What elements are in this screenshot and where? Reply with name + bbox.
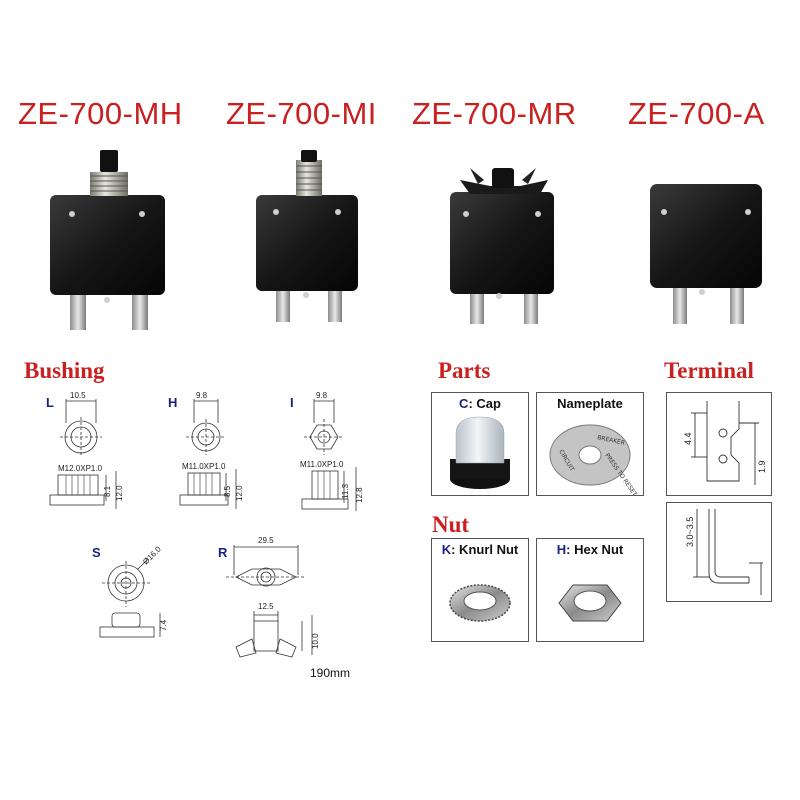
dim-l-h2: 12.0 — [115, 485, 124, 501]
bushing-label-s: S — [92, 545, 101, 560]
terminal-side-drawing: 3.0~3.5 — [685, 509, 763, 595]
dim-r-h: 10.0 — [311, 633, 320, 649]
section-title-bushing: Bushing — [24, 358, 105, 383]
model-title-a: ZE-700-A — [628, 96, 765, 131]
footnote-dimension: 190mm — [310, 666, 351, 680]
dim-r-inner: 12.5 — [258, 602, 274, 611]
terminal-dim-2: 1.9 — [757, 460, 767, 473]
dim-i-width: 9.8 — [316, 391, 328, 400]
dim-h-width: 9.8 — [196, 391, 208, 400]
cap-image — [450, 416, 510, 489]
part-cap-label: C: Cap — [459, 396, 501, 411]
bushing-h-drawing — [179, 399, 237, 509]
nut-knurl-box: K: Knurl Nut — [431, 538, 529, 642]
terminal-top-drawing: 4.4 1.9 — [683, 401, 767, 485]
model-title-mr: ZE-700-MR — [412, 96, 577, 131]
dim-l-thread: M12.0XP1.0 — [58, 464, 103, 473]
breaker-mr-image — [450, 168, 554, 324]
section-title-nut: Nut — [432, 512, 470, 537]
bushing-i-drawing — [301, 399, 357, 511]
hex-nut-image — [558, 584, 622, 622]
dim-i-h2: 12.8 — [355, 487, 364, 503]
dim-r-width: 29.5 — [258, 536, 274, 545]
knurl-nut-image — [449, 584, 511, 622]
dim-h-h1: 8.5 — [223, 485, 232, 497]
bushing-label-l: L — [46, 395, 54, 410]
dim-h-h2: 12.0 — [235, 485, 244, 501]
terminal-side-box: 3.0~3.5 — [666, 502, 772, 602]
dim-h-thread: M11.0XP1.0 — [182, 462, 226, 471]
bushing-s-drawing — [99, 558, 161, 638]
dim-l-width: 10.5 — [70, 391, 86, 400]
dim-i-h1: 11.3 — [341, 483, 350, 499]
part-nameplate-box: Nameplate BREAKER PRESS TO RESET CIRCUIT — [536, 392, 644, 496]
dim-s-h: 7.4 — [159, 619, 168, 631]
bushing-label-r: R — [218, 545, 228, 560]
dim-i-thread: M11.0XP1.0 — [300, 460, 344, 469]
part-nameplate-label: Nameplate — [557, 396, 623, 411]
section-title-parts: Parts — [438, 358, 491, 383]
nut-knurl-label: K: Knurl Nut — [441, 542, 519, 557]
nameplate-image: BREAKER PRESS TO RESET CIRCUIT — [549, 424, 638, 495]
terminal-dim-3: 3.0~3.5 — [685, 517, 695, 547]
breaker-mh-image — [50, 150, 165, 330]
bushing-drawings: 10.5 M12.0XP1.0 8.1 12.0 9.8 M11.0XP1.0 … — [49, 391, 364, 658]
bushing-l-drawing — [49, 399, 117, 509]
terminal-top-box: 4.4 1.9 — [666, 392, 772, 496]
nut-hex-label: H: Hex Nut — [556, 542, 624, 557]
product-photos — [50, 150, 762, 330]
bushing-r-drawing — [226, 545, 313, 658]
section-title-terminal: Terminal — [664, 358, 754, 383]
model-title-mi: ZE-700-MI — [226, 96, 377, 131]
bushing-label-h: H — [168, 395, 178, 410]
part-cap-box: C: Cap — [431, 392, 529, 496]
breaker-a-image — [650, 184, 762, 324]
breaker-mi-image — [256, 150, 358, 322]
dim-l-h1: 8.1 — [103, 485, 112, 497]
model-title-mh: ZE-700-MH — [18, 96, 183, 131]
dim-s-dia: Ø16.0 — [141, 544, 163, 566]
bushing-label-i: I — [290, 395, 294, 410]
nut-hex-box: H: Hex Nut — [536, 538, 644, 642]
terminal-dim-1: 4.4 — [683, 432, 693, 445]
